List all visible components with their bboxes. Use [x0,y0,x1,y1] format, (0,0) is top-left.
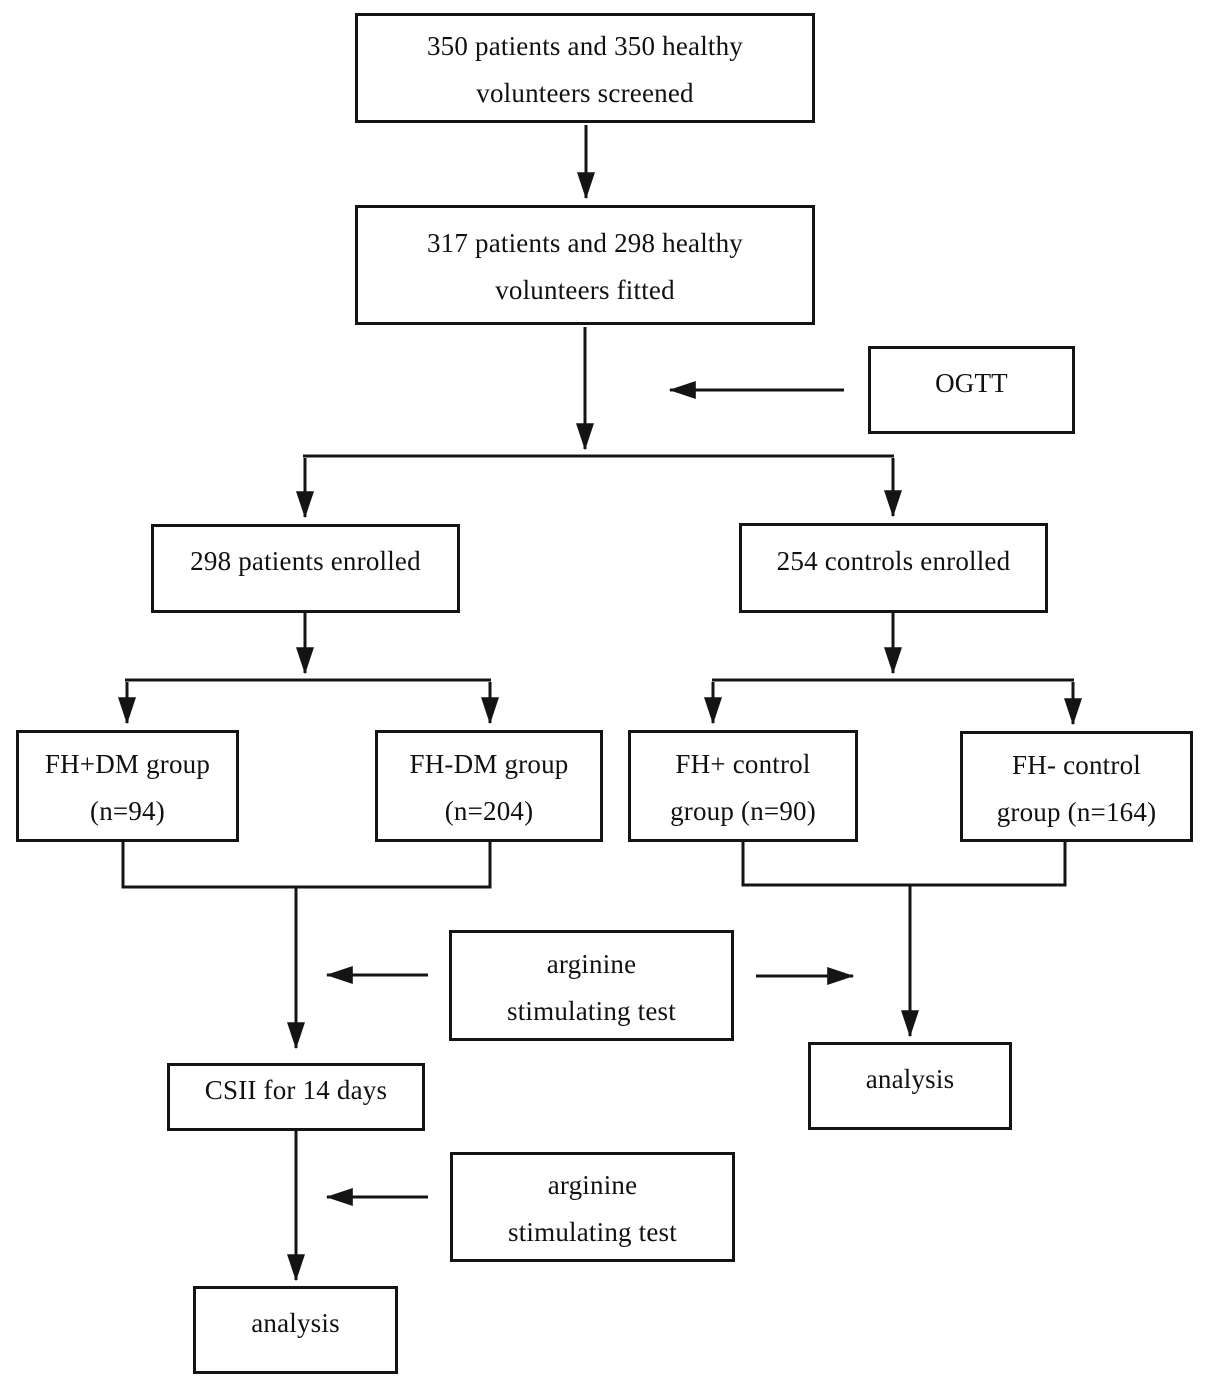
node-fh-neg-control-line2: group (n=164) [996,796,1157,827]
node-fh-neg-control-group: FH- control group (n=164) [960,731,1193,842]
node-screened: 350 patients and 350 healthy volunteers … [355,13,815,123]
node-fh-pos-control-line1: FH+ control [675,749,811,779]
node-screened-line1: 350 patients and 350 healthy [426,31,744,61]
node-arginine-test-2-line1: arginine [547,1170,638,1200]
node-arginine-test-2-line2: stimulating test [508,1217,677,1247]
node-analysis-patients-label: analysis [251,1307,340,1338]
node-fh-pos-dm-line1: FH+DM group [44,749,211,779]
node-fh-neg-dm-line1: FH-DM group [409,749,569,779]
node-fitted-line2: volunteers fitted [495,275,675,305]
node-arginine-test-2: arginine stimulating test [450,1152,735,1262]
node-analysis-controls-label: analysis [865,1063,955,1094]
node-fh-neg-control-line1: FH- control [1012,749,1141,780]
node-controls-enrolled: 254 controls enrolled [739,523,1048,613]
node-patients-enrolled-label: 298 patients enrolled [190,546,421,576]
node-arginine-test-1-line1: arginine [546,948,637,979]
node-fh-pos-dm-group: FH+DM group (n=94) [16,730,239,842]
node-controls-enrolled-label: 254 controls enrolled [776,545,1011,576]
node-fitted: 317 patients and 298 healthy volunteers … [355,205,815,325]
node-arginine-test-1-line2: stimulating test [507,995,676,1026]
node-ogtt-label: OGTT [935,367,1008,398]
node-analysis-patients: analysis [193,1286,398,1374]
node-analysis-controls: analysis [808,1042,1012,1130]
node-screened-line2: volunteers screened [476,78,694,108]
node-fh-pos-control-group: FH+ control group (n=90) [628,730,858,842]
node-fh-pos-dm-line2: (n=94) [90,796,165,826]
node-csii: CSII for 14 days [167,1063,425,1131]
node-ogtt: OGTT [868,346,1075,434]
node-patients-enrolled: 298 patients enrolled [151,524,460,613]
node-fitted-line1: 317 patients and 298 healthy [426,228,744,258]
node-fh-neg-dm-line2: (n=204) [444,796,534,826]
node-arginine-test-1: arginine stimulating test [449,930,734,1041]
node-fh-pos-control-line2: group (n=90) [670,796,816,826]
node-fh-neg-dm-group: FH-DM group (n=204) [375,730,603,842]
node-csii-label: CSII for 14 days [204,1074,388,1105]
